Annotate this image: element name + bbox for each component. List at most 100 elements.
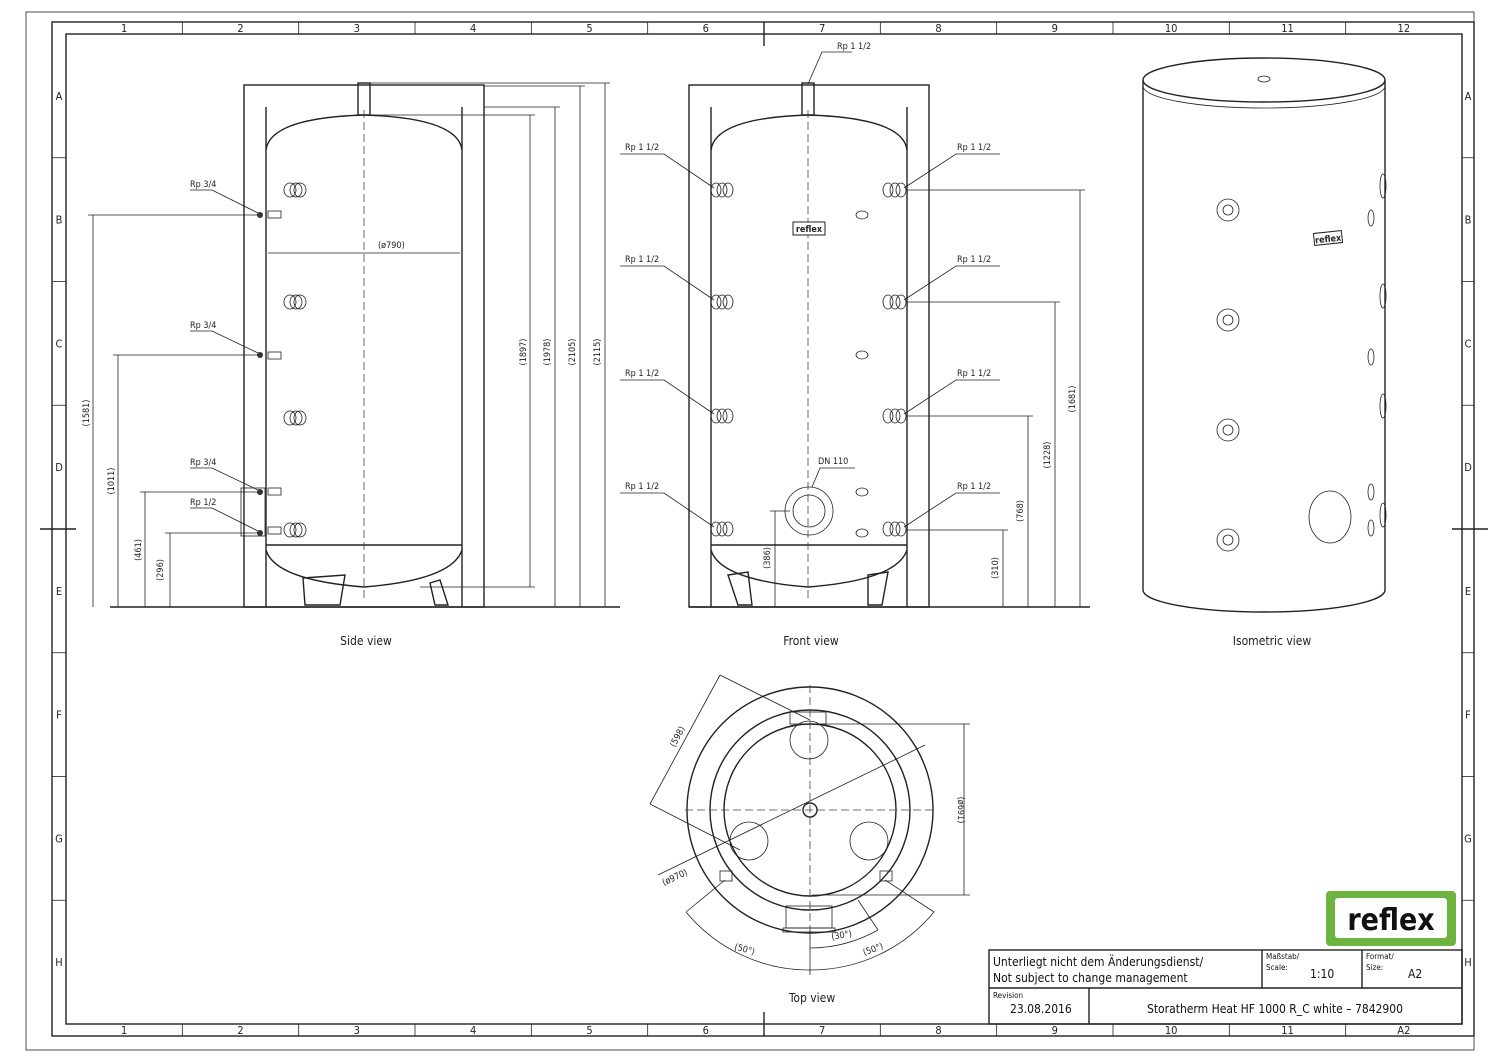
grid-row-label: D — [1464, 461, 1472, 474]
grid-column-label: 7 — [819, 1024, 825, 1037]
grid-row-label: A — [1465, 90, 1472, 103]
side-diameter-dim: (ø790) — [378, 241, 405, 251]
side-dim-right: (2105) — [568, 339, 578, 366]
grid-column-label: 1 — [121, 1024, 127, 1037]
front-badge — [792, 221, 826, 236]
grid-row-label: E — [56, 585, 62, 598]
grid-column-label: 7 — [819, 22, 825, 35]
scale-label-en: Scale: — [1266, 963, 1288, 972]
iso-badge-text: reflex — [1315, 234, 1343, 247]
grid-column-label: 9 — [1052, 22, 1058, 35]
flange-label: DN 110 — [818, 457, 848, 467]
grid-column-label: 11 — [1281, 22, 1294, 35]
grid-row-label: F — [56, 709, 62, 722]
front-dim-right: (768) — [1016, 500, 1026, 522]
grid-row-label: B — [1465, 214, 1472, 227]
grid-column-label: 4 — [470, 22, 476, 35]
top-view: (598) (ø691) (ø970) (50°) (30°) (50°) To… — [649, 674, 970, 1005]
grid-row-label: C — [1465, 337, 1472, 350]
format-label: Format/ — [1366, 952, 1394, 961]
grid-column-label: 10 — [1165, 1024, 1178, 1037]
grid-row-label: G — [55, 832, 63, 845]
isometric-view: reflex Isometric view — [1142, 57, 1387, 648]
grid-column-label: 3 — [354, 1024, 360, 1037]
side-dim-left: (1581) — [82, 400, 92, 427]
grid-column-label: 1 — [121, 22, 127, 35]
grid-column-label: 8 — [935, 22, 941, 35]
grid-column-label: 9 — [1052, 1024, 1058, 1037]
front-right-connection: Rp 1 1/2 — [957, 255, 991, 265]
grid-column-label: 3 — [354, 22, 360, 35]
front-dim-right: (1681) — [1068, 386, 1078, 413]
side-connection-label: Rp 3/4 — [190, 180, 216, 190]
grid-column-label: 10 — [1165, 22, 1178, 35]
side-dim-left: (1011) — [107, 468, 117, 495]
revision-date: 23.08.2016 — [1010, 1002, 1072, 1016]
top-dim: (598) — [669, 725, 688, 749]
front-right-connection: Rp 1 1/2 — [957, 369, 991, 379]
side-dim-right: (1978) — [543, 339, 553, 366]
front-right-connection: Rp 1 1/2 — [957, 482, 991, 492]
scale-value: 1:10 — [1310, 967, 1334, 981]
front-top-connection: Rp 1 1/2 — [837, 42, 871, 52]
top-dim: (50°) — [733, 943, 756, 958]
grid-row-label: C — [56, 337, 63, 350]
format-value: A2 — [1408, 967, 1422, 981]
front-left-connection: Rp 1 1/2 — [625, 143, 659, 153]
revision-label: Revision — [993, 991, 1023, 1000]
top-dim: (30°) — [831, 929, 853, 942]
grid-column-label: 8 — [935, 1024, 941, 1037]
flange-dim: (386) — [763, 547, 773, 569]
side-view: Rp 3/4 Rp 3/4 Rp 3/4 Rp 1/2 (ø790) (1581… — [82, 82, 620, 648]
side-dim-right: (1897) — [519, 339, 529, 366]
side-dim-right: (2115) — [593, 339, 603, 366]
top-dim: (ø691) — [955, 797, 965, 824]
grid-row-label: F — [1465, 709, 1471, 722]
grid-column-label: 11 — [1281, 1024, 1294, 1037]
notice-de: Unterliegt nicht dem Änderungsdienst/ — [993, 954, 1203, 969]
scale-label: Maßstab/ — [1266, 952, 1300, 961]
side-view-caption: Side view — [340, 634, 392, 648]
front-view: reflex Rp 1 1/2 Rp 1 1/2 Rp 1 1/2 Rp 1 1… — [620, 42, 1090, 648]
grid-column-label: 6 — [703, 22, 709, 35]
notice-en: Not subject to change management — [993, 971, 1188, 985]
grid-column-label: 2 — [237, 1024, 243, 1037]
grid-row-label: B — [56, 214, 63, 227]
front-badge-text: reflex — [796, 225, 823, 235]
grid-column-label: 12 — [1398, 22, 1411, 35]
side-connection-label: Rp 3/4 — [190, 458, 216, 468]
side-connection-label: Rp 1/2 — [190, 498, 216, 508]
grid-column-label: 4 — [470, 1024, 476, 1037]
side-dim-left: (461) — [134, 539, 144, 561]
logo-text: reflex — [1347, 903, 1434, 938]
grid-column-label: 6 — [703, 1024, 709, 1037]
title-block: Unterliegt nicht dem Änderungsdienst/ No… — [988, 949, 1463, 1025]
front-dim-right: (1228) — [1043, 442, 1053, 469]
format-label-en: Size: — [1366, 963, 1383, 972]
grid-column-label: 5 — [586, 1024, 592, 1037]
grid-row-label: H — [55, 956, 62, 969]
isometric-view-caption: Isometric view — [1233, 634, 1312, 648]
front-view-caption: Front view — [783, 634, 839, 648]
drawing-title: Storatherm Heat HF 1000 R_C white – 7842… — [1147, 1002, 1403, 1016]
grid-row-label: H — [1464, 956, 1471, 969]
grid-column-label: 2 — [237, 22, 243, 35]
reflex-logo: reflex — [1326, 891, 1456, 946]
grid-column-label: 5 — [586, 22, 592, 35]
grid-row-label: E — [1465, 585, 1471, 598]
front-dim-right: (310) — [991, 557, 1001, 579]
top-dim: (50°) — [862, 942, 885, 958]
front-left-connection: Rp 1 1/2 — [625, 255, 659, 265]
side-dim-left: (296) — [156, 559, 166, 581]
grid-column-label: A2 — [1397, 1024, 1410, 1037]
sheet-border — [25, 11, 1475, 1051]
grid-row-label: A — [56, 90, 63, 103]
side-connection-label: Rp 3/4 — [190, 321, 216, 331]
front-left-connection: Rp 1 1/2 — [625, 482, 659, 492]
inner-frame — [65, 33, 1463, 1025]
grid-row-label: G — [1464, 832, 1472, 845]
top-view-caption: Top view — [788, 991, 835, 1005]
grid-row-label: D — [55, 461, 63, 474]
